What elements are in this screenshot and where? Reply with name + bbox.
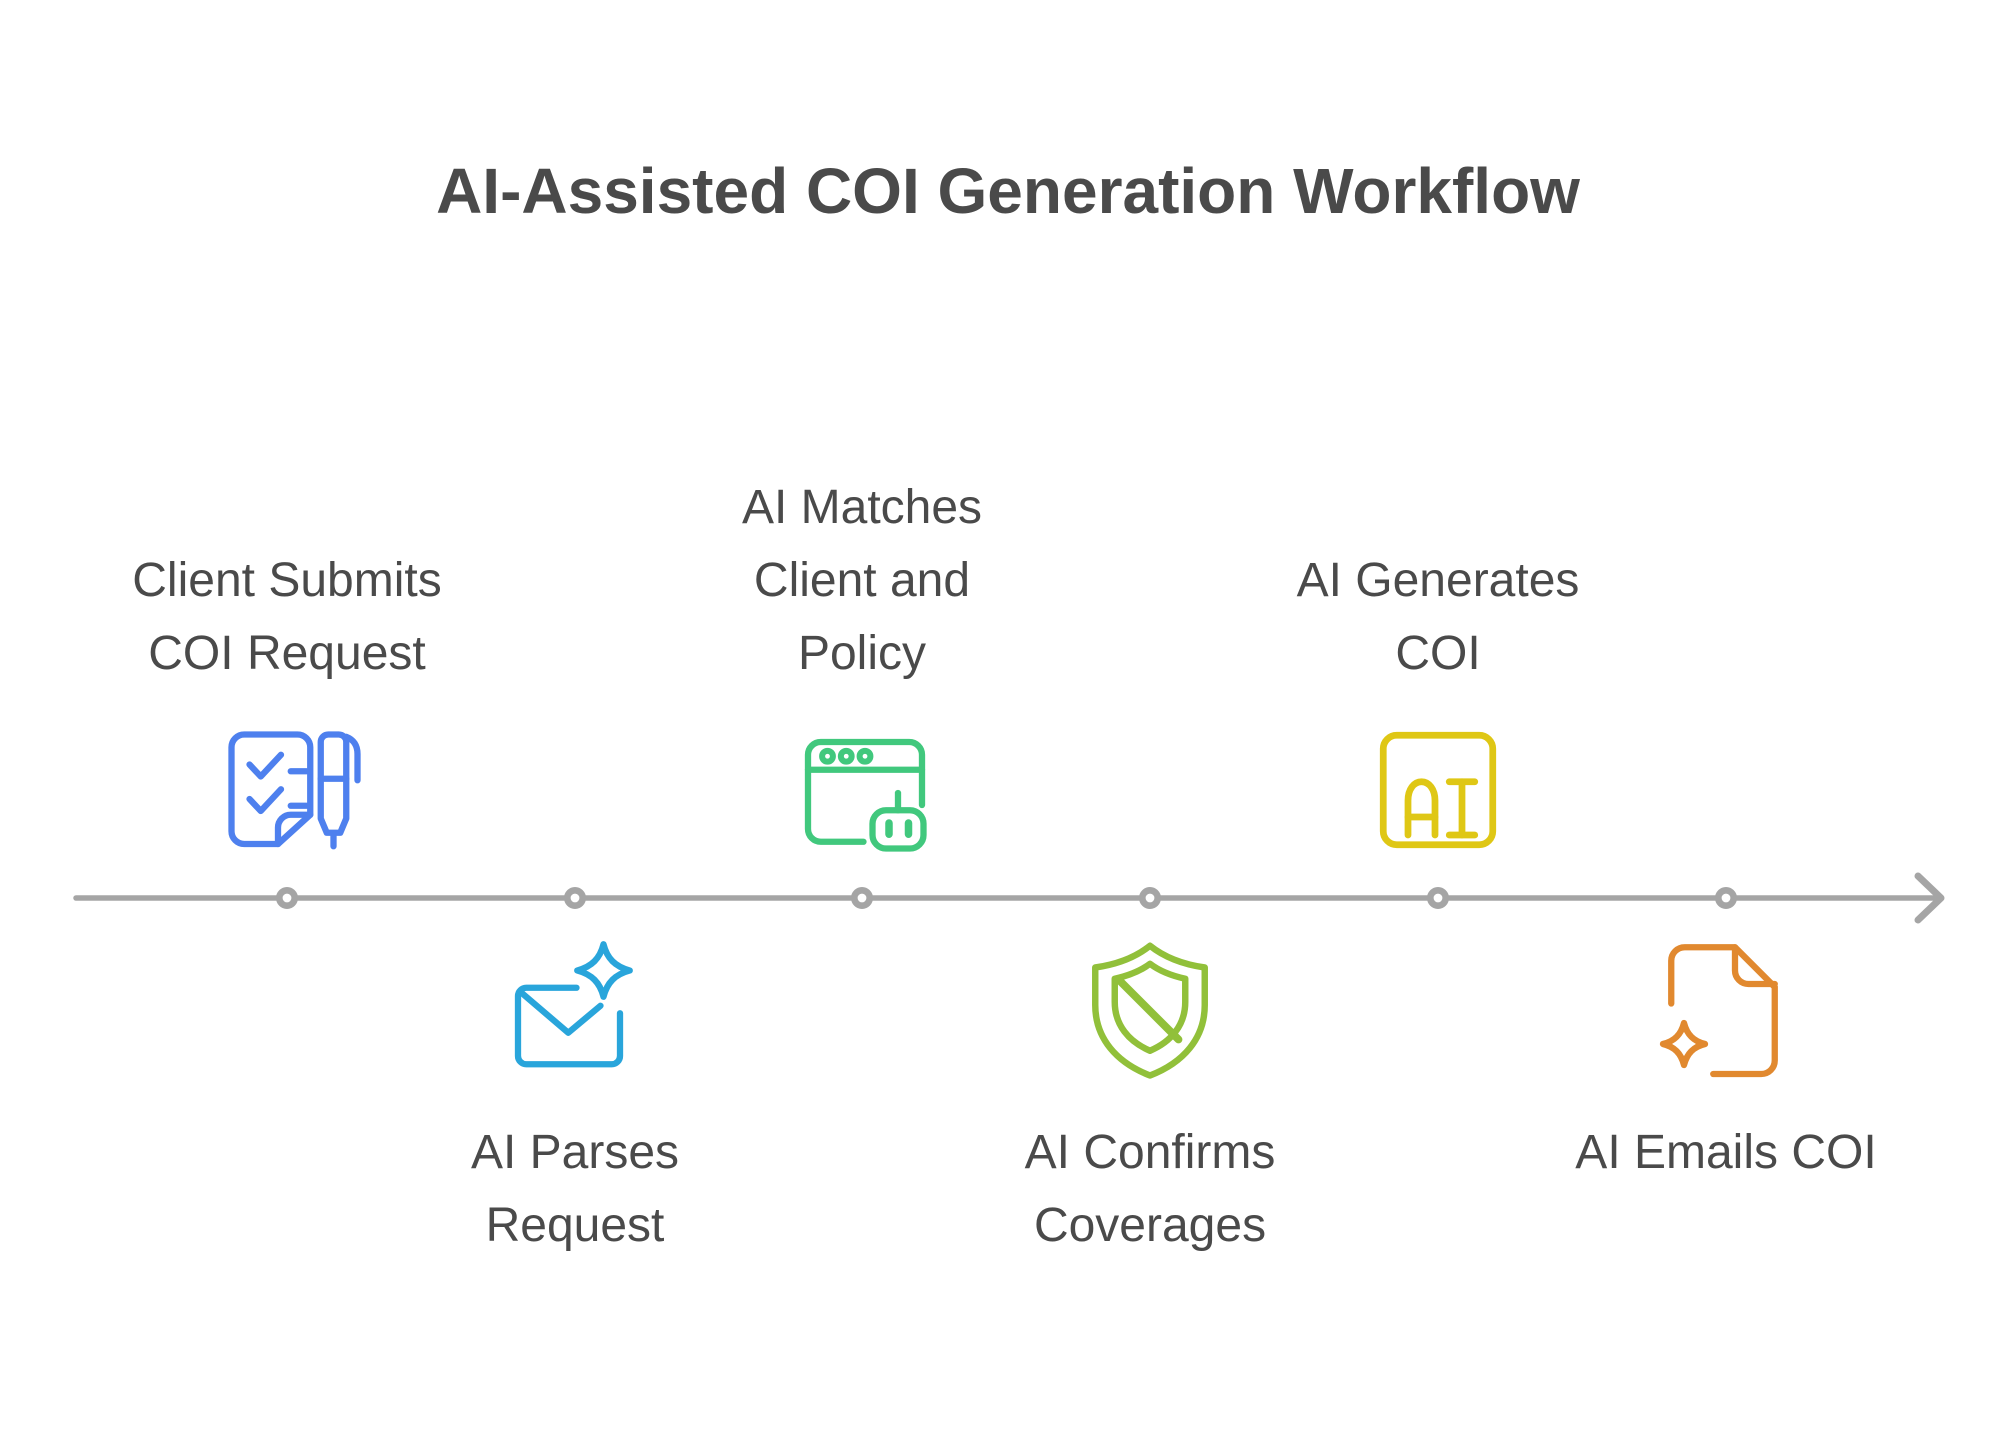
step-label-line: AI Parses [470,1126,680,1179]
step-label-ai-matches: AI Matches Client and Policy [632,471,1092,690]
step-label-line: Coverages [1033,1199,1267,1252]
shield-icon [1075,933,1225,1083]
step-label-line: AI Generates [1296,554,1580,607]
step-label-line: AI Matches [741,481,983,534]
step-label-ai-confirms: AI Confirms Coverages [920,1116,1380,1262]
page-title: AI-Assisted COI Generation Workflow [436,155,1580,227]
timeline-dot [275,886,298,909]
step-label-line: COI Request [148,627,426,680]
timeline-dot [850,886,873,909]
timeline-dot [1427,886,1450,909]
step-label-line: Client Submits [132,554,442,607]
step-label-line: AI Emails COI [1575,1126,1877,1179]
timeline-dot [1139,886,1162,909]
document-sparkle-icon [1651,933,1801,1083]
envelope-sparkle-icon [500,933,650,1083]
timeline-arrowhead-icon [1914,872,1945,924]
step-label-line: Client and [753,554,971,607]
step-label-ai-generates: AI Generates COI [1208,544,1668,690]
step-label-line: Request [485,1199,665,1252]
step-label-line: AI Confirms [1024,1126,1276,1179]
step-label-ai-parses: AI Parses Request [345,1116,805,1262]
ai-glyph [1404,778,1479,839]
checklist-pen-icon [212,715,362,865]
step-label-client-submits: Client Submits COI Request [57,544,517,690]
ai-square-icon [1363,715,1513,865]
step-label-line: COI [1395,627,1481,680]
browser-robot-icon [787,715,937,865]
step-label-ai-emails: AI Emails COI [1496,1116,1956,1189]
timeline-line-group [73,872,1945,924]
timeline-dot [1715,886,1738,909]
timeline-dot [563,886,586,909]
step-label-line: Policy [797,627,927,680]
